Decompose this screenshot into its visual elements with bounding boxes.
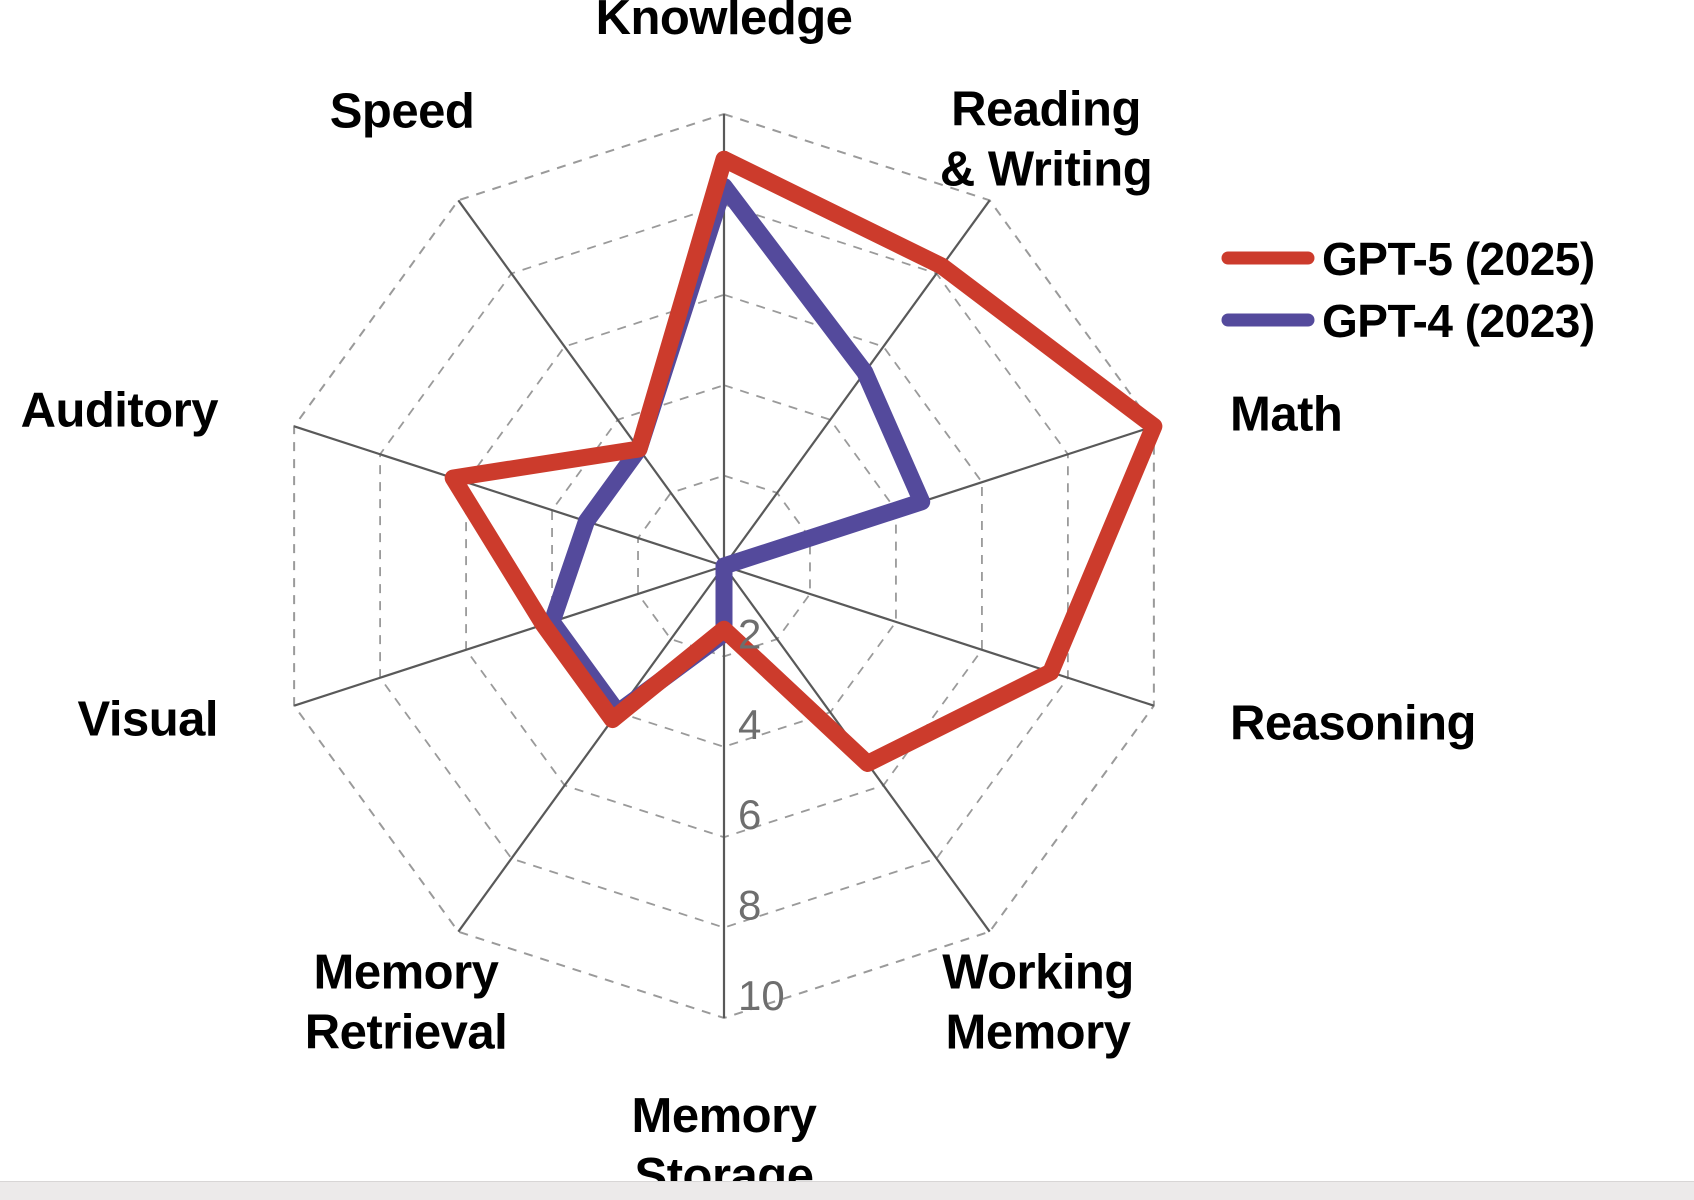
axis-label-speed: Speed (330, 85, 475, 139)
axis-label-auditory: Auditory (21, 384, 219, 438)
axis-label-line: Speed (330, 85, 475, 139)
axis-label-visual: Visual (78, 692, 218, 746)
legend[interactable]: GPT-5 (2025) GPT-4 (2023) (1221, 233, 1595, 347)
window-bottom-bar (0, 1181, 1694, 1200)
radial-tick-4: 4 (738, 701, 761, 748)
axis-label-line: Math (1230, 388, 1342, 442)
axis-label-line: Knowledge (596, 0, 853, 45)
legend-label-gpt4[interactable]: GPT-4 (2023) (1322, 295, 1595, 347)
axis-spoke-6 (457, 565, 725, 933)
legend-label-gpt5[interactable]: GPT-5 (2025) (1322, 233, 1595, 285)
axis-label-reasoning: Reasoning (1230, 696, 1476, 750)
axis-label-line: Retrieval (305, 1005, 508, 1059)
axis-label-line: & Writing (940, 143, 1152, 197)
axis-label-line: Reading (951, 83, 1141, 137)
radial-tick-6: 6 (738, 791, 761, 838)
axis-label-line: Working (942, 945, 1134, 999)
radial-tick-8: 8 (738, 882, 761, 929)
axis-label-reading--writing: Reading & Writing (940, 83, 1152, 197)
axis-spoke-1 (723, 199, 991, 567)
axis-label-line: Memory (946, 1005, 1131, 1059)
radial-tick-labels: 2 4 6 8 10 (738, 610, 785, 1019)
axis-label-line: Auditory (21, 384, 219, 438)
axis-label-line: Memory (632, 1089, 817, 1143)
axis-label-line: Memory (314, 945, 499, 999)
axis-spoke-9 (457, 199, 725, 567)
axis-spoke-7 (293, 564, 725, 707)
axis-label-math: Math (1230, 388, 1342, 442)
radial-tick-10: 10 (738, 972, 785, 1019)
radial-tick-2: 2 (738, 610, 761, 657)
series-layer (444, 150, 1163, 772)
series-line-gpt-5-2025 (444, 150, 1163, 772)
axis-spoke-3 (723, 564, 1155, 707)
axis-label-knowledge: Knowledge (596, 0, 853, 45)
axis-spoke-8 (293, 425, 725, 568)
axis-label-line: Reasoning (1230, 696, 1476, 750)
axis-label-line: Visual (78, 692, 218, 746)
